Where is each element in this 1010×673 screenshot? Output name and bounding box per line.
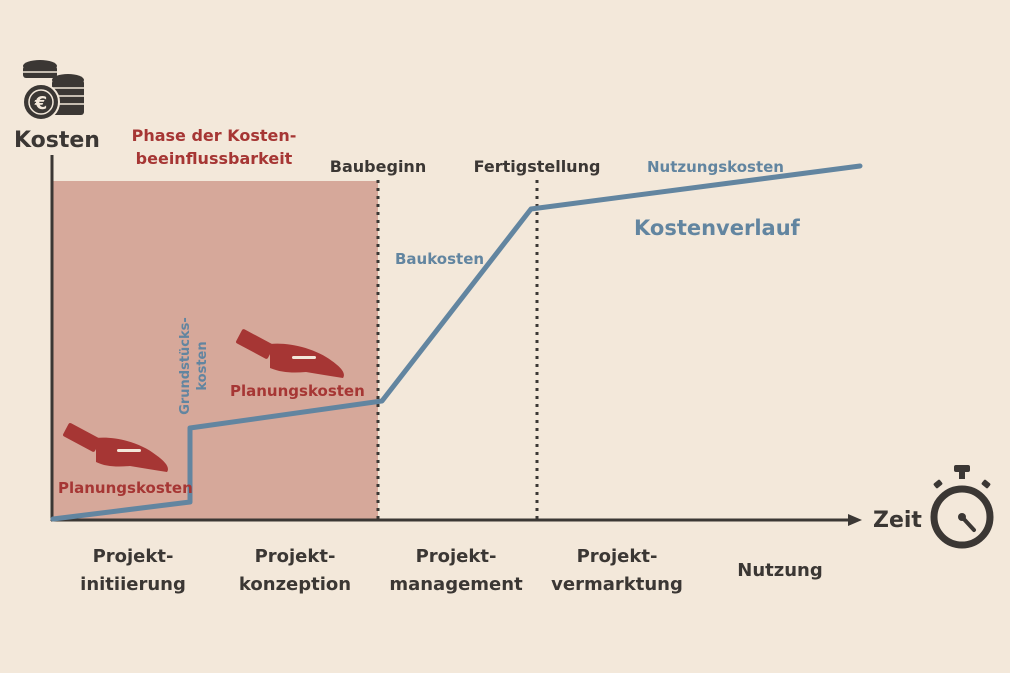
stopwatch-icon bbox=[930, 465, 994, 549]
phase-projektkonzeption: Projekt- konzeption bbox=[239, 543, 351, 599]
phase-line2: vermarktung bbox=[551, 574, 683, 595]
phase-projektinitiierung: Projekt- initiierung bbox=[80, 543, 186, 599]
x-axis-label: Zeit bbox=[873, 508, 922, 533]
region-label: Phase der Kosten- beeinflussbarkeit bbox=[132, 124, 297, 170]
phase-line1: Projekt- bbox=[254, 546, 336, 567]
grundstueckskosten-line1: Grundstücks- bbox=[178, 317, 193, 415]
baubeginn-label: Baubeginn bbox=[329, 157, 427, 176]
phase-projektmanagement: Projekt- management bbox=[389, 543, 522, 599]
region-label-line2: beeinflussbarkeit bbox=[135, 149, 293, 168]
grundstueckskosten-label: Grundstücks- kosten bbox=[177, 317, 211, 415]
grundstueckskosten-line2: kosten bbox=[195, 341, 210, 391]
x-axis-arrow bbox=[848, 514, 862, 526]
planungskosten-label-2: Planungskosten bbox=[230, 382, 365, 400]
fertigstellung-label: Fertigstellung bbox=[473, 157, 601, 176]
phase-nutzung: Nutzung bbox=[737, 557, 822, 585]
phase-line1: Projekt- bbox=[92, 546, 174, 567]
region-label-line1: Phase der Kosten- bbox=[131, 126, 297, 145]
curve-name: Kostenverlauf bbox=[634, 216, 800, 240]
phase-line1: Projekt- bbox=[415, 546, 497, 567]
hand-giving-money-icon bbox=[63, 423, 168, 472]
nutzungskosten-label: Nutzungskosten bbox=[647, 158, 784, 176]
cost-influence-region bbox=[52, 181, 378, 521]
cost-curve bbox=[50, 163, 863, 522]
phase-line2: konzeption bbox=[238, 574, 352, 595]
phase-projektvermarktung: Projekt- vermarktung bbox=[551, 543, 683, 599]
svg-text:€: € bbox=[34, 93, 48, 114]
planungskosten-label-1: Planungskosten bbox=[58, 479, 193, 497]
phase-line1: Nutzung bbox=[737, 560, 823, 581]
phase-line2: initiierung bbox=[80, 574, 186, 595]
baukosten-label: Baukosten bbox=[395, 250, 485, 268]
euro-coins-icon: € bbox=[22, 60, 84, 121]
hand-giving-money-icon bbox=[236, 329, 344, 378]
phase-line1: Projekt- bbox=[576, 546, 658, 567]
y-axis-label: Kosten bbox=[14, 128, 100, 153]
phase-line2: management bbox=[389, 574, 523, 595]
